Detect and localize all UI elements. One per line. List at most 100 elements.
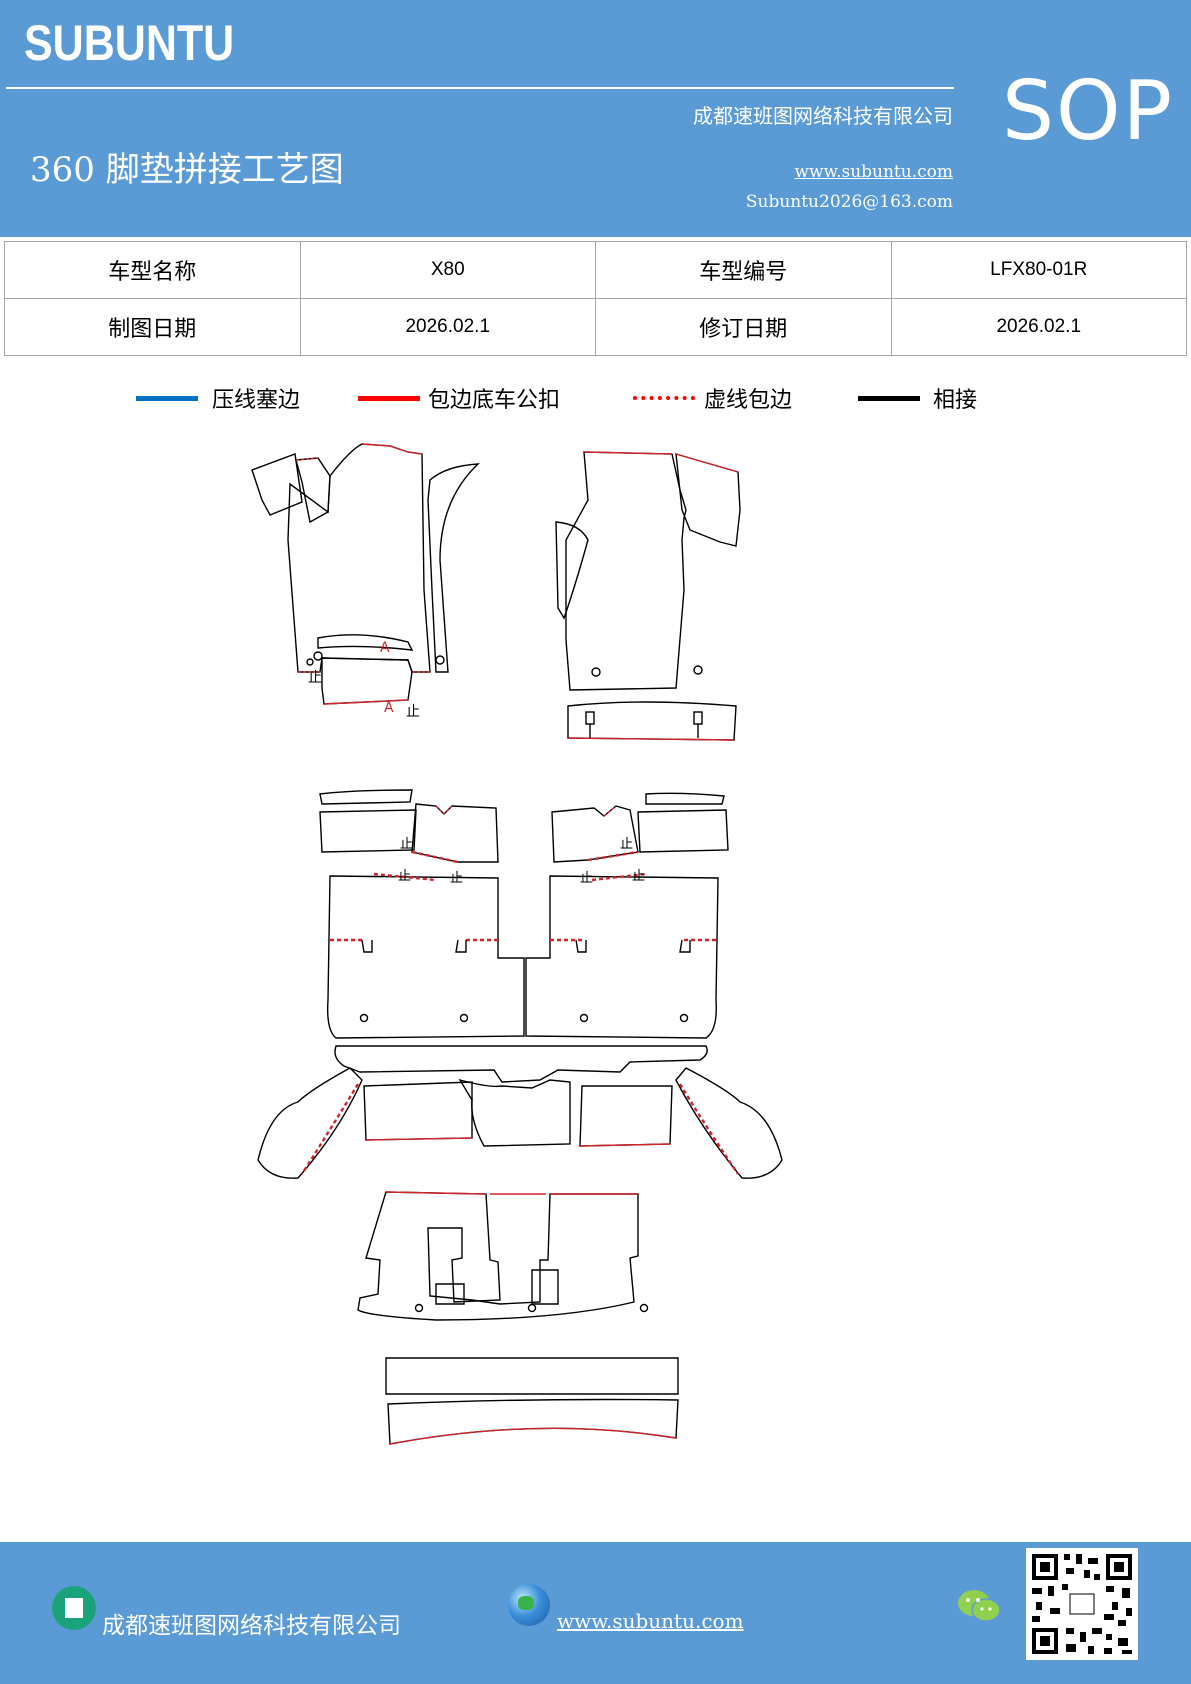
legend-label: 压线塞边 [212, 388, 301, 413]
red-edge [385, 1191, 638, 1195]
mat-piece [525, 875, 719, 1039]
mat-slot [361, 939, 467, 953]
hole [359, 1013, 369, 1023]
model-name-label: 车型名称 [4, 241, 301, 299]
mat-piece [567, 701, 737, 741]
legend-label: 包边底车公扣 [428, 388, 561, 413]
front-right-mat-group [555, 451, 741, 741]
mat-piece [411, 803, 499, 863]
model-name-value: X80 [299, 241, 596, 299]
legend-swatch-black [858, 396, 920, 401]
hole [639, 1303, 649, 1313]
red-edge [389, 1427, 677, 1445]
mat-piece [385, 1357, 679, 1395]
marker-a: A [380, 640, 390, 656]
hole [435, 655, 445, 665]
hole [527, 1303, 537, 1313]
qr-code [1026, 1548, 1138, 1660]
red-edge [361, 443, 423, 455]
red-dashed-edge [587, 850, 639, 862]
legend-label: 虚线包边 [704, 388, 793, 413]
document-title: 360 脚垫拼接工艺图 [30, 150, 344, 190]
third-row-mat-group [357, 1191, 679, 1445]
red-dashed-edge [603, 805, 617, 817]
red-dashed-edge [373, 872, 437, 882]
header-divider [6, 87, 954, 89]
mat-piece [579, 1085, 673, 1147]
hole [306, 658, 314, 666]
marker-stop: 止 [580, 871, 593, 886]
mat-piece [326, 875, 525, 1039]
red-dashed-edge [678, 1083, 739, 1175]
mat-piece [357, 1191, 639, 1321]
red-edge [323, 699, 409, 705]
mat-piece [319, 789, 413, 805]
header: SUBUNTU SOP 成都速班图网络科技有限公司 360 脚垫拼接工艺图 ww… [0, 0, 1191, 237]
footer-website-link[interactable]: www.subuntu.com [557, 1609, 744, 1633]
mat-piece [251, 453, 303, 516]
hole [693, 665, 703, 675]
red-dashed-edge [411, 850, 459, 864]
marker-stop: 止 [632, 869, 645, 884]
mat-piece [551, 805, 639, 863]
red-dashed-edge [300, 1083, 360, 1175]
red-dashed-edge [295, 457, 319, 461]
sop-label: SOP [1002, 64, 1175, 159]
company-name: 成都速班图网络科技有限公司 [693, 104, 953, 128]
brand-logo: SUBUNTU [24, 15, 235, 71]
legend-label: 相接 [933, 388, 978, 413]
red-edge [567, 737, 735, 741]
revise-date-label: 修订日期 [595, 298, 892, 356]
mat-piece [321, 657, 413, 705]
table-row: 制图日期 2026.02.1 修订日期 2026.02.1 [4, 298, 1187, 356]
hole [591, 667, 601, 677]
globe-icon [508, 1584, 550, 1626]
mat-slot [435, 1269, 559, 1305]
marker-stop: 止 [450, 871, 463, 886]
mat-piece [555, 521, 589, 620]
mat-piece [675, 453, 741, 547]
red-edge [583, 451, 673, 455]
model-code-value: LFX80-01R [890, 241, 1187, 299]
mat-slot [575, 939, 691, 953]
model-code-label: 车型编号 [595, 241, 892, 299]
mat-piece [295, 457, 331, 524]
draw-date-value: 2026.02.1 [299, 298, 596, 356]
hole [459, 1013, 469, 1023]
hole [414, 1303, 424, 1313]
hole [679, 1013, 689, 1023]
footer: 成都速班图网络科技有限公司 www.subuntu.com [0, 1542, 1191, 1684]
mat-piece [257, 1067, 363, 1179]
floor-mat-diagram: A A 止 止 [251, 443, 783, 1445]
mat-piece [645, 792, 725, 805]
marker-stop: 止 [398, 869, 411, 884]
clip-slot [693, 711, 703, 725]
legend-swatch-red-dashed [633, 396, 695, 400]
legend-swatch-blue [136, 396, 198, 401]
mat-piece [287, 443, 431, 673]
mat-piece [458, 1078, 571, 1147]
legend-swatch-red [358, 396, 420, 401]
marker-stop: 止 [620, 837, 633, 852]
second-row-mat-group: 止 止 止 止 止 止 [257, 789, 783, 1179]
draw-date-label: 制图日期 [4, 298, 301, 356]
wechat-icon[interactable] [956, 1586, 1002, 1626]
red-dashed-edge [435, 805, 453, 815]
legend: 压线塞边 包边底车公扣 虚线包边 相接 [0, 386, 1191, 426]
mat-piece [427, 463, 480, 673]
website-link[interactable]: www.subuntu.com [794, 162, 953, 182]
mat-piece [637, 809, 729, 853]
marker-stop: 止 [406, 704, 420, 720]
mat-piece [675, 1067, 783, 1179]
clip-slot [585, 711, 595, 725]
marker-stop: 止 [308, 670, 322, 686]
mat-piece [565, 451, 687, 691]
footer-company: 成都速班图网络科技有限公司 [102, 1613, 401, 1639]
mat-piece [363, 1081, 473, 1141]
clip-line [589, 724, 699, 738]
table-row: 车型名称 X80 车型编号 LFX80-01R [4, 241, 1187, 299]
red-edge [579, 1143, 671, 1147]
marker-a: A [384, 700, 394, 716]
hole [579, 1013, 589, 1023]
hole [313, 651, 323, 661]
